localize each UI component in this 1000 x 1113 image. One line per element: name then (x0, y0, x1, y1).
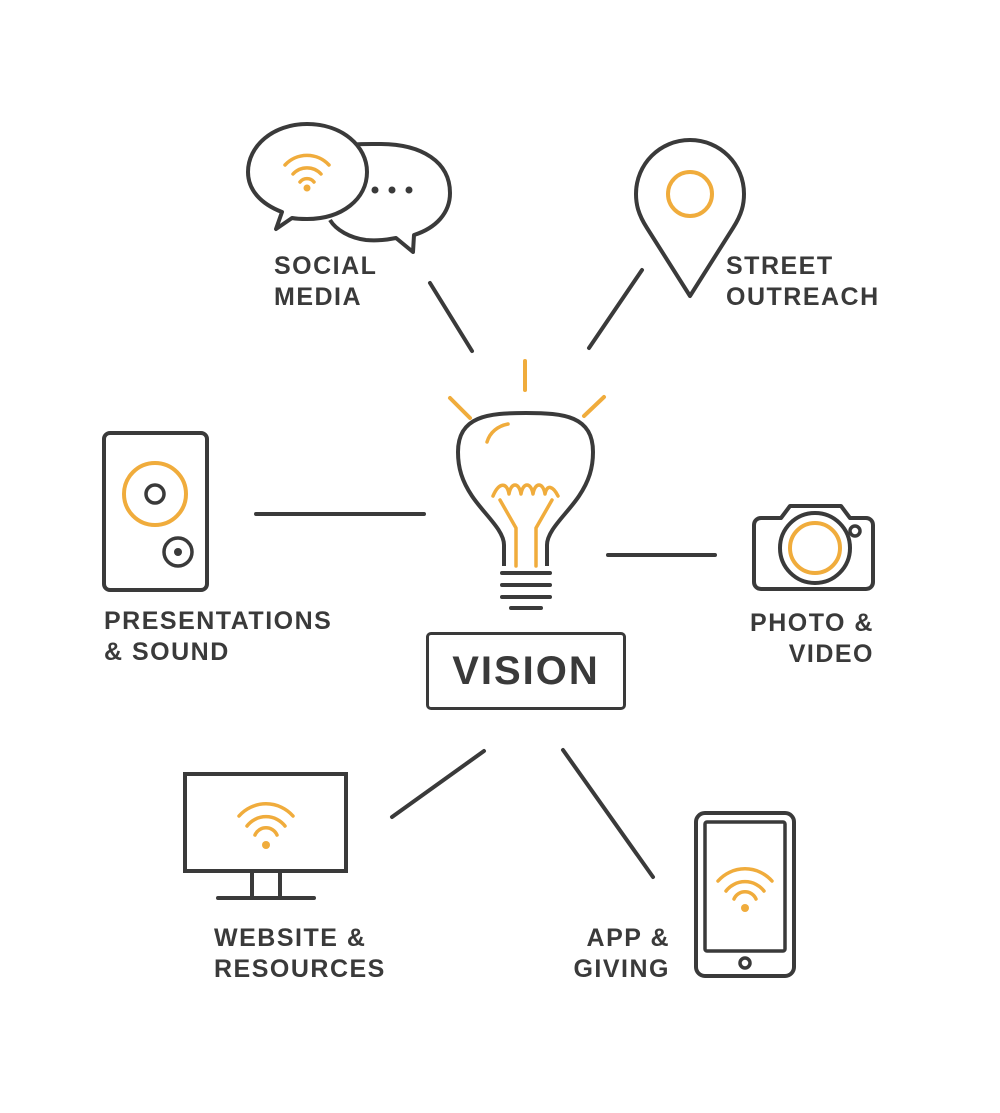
node-label-street-outreach: STREET OUTREACH (726, 251, 880, 313)
node-label-app-giving: APP & GIVING (540, 923, 670, 985)
vision-label-box: VISION (426, 632, 626, 710)
node-label-line: VIDEO (788, 640, 874, 668)
node-label-line: OUTREACH (726, 283, 880, 311)
node-label-social-media: SOCIAL MEDIA (274, 251, 377, 313)
node-label-line: SOCIAL (274, 252, 378, 280)
smartphone-icon (694, 811, 796, 978)
connector-lines (254, 268, 717, 879)
map-pin-icon (634, 138, 746, 298)
connector-social-media (428, 281, 474, 353)
node-label-line: PRESENTATIONS (104, 607, 333, 635)
speaker-icon (102, 431, 209, 592)
camera-icon (752, 504, 875, 591)
chat-bubbles-icon (246, 122, 452, 254)
lightbulb-icon (448, 359, 606, 610)
node-label-line: & SOUND (104, 638, 230, 666)
monitor-icon (183, 772, 348, 900)
node-label-presentations-sound: PRESENTATIONS & SOUND (104, 606, 332, 668)
node-label-line: RESOURCES (214, 955, 386, 983)
connector-app-giving (561, 748, 655, 879)
node-label-website-resources: WEBSITE & RESOURCES (214, 923, 386, 985)
connector-website-resources (390, 749, 486, 819)
node-label-line: STREET (726, 252, 834, 280)
vision-label: VISION (452, 648, 600, 693)
node-label-line: GIVING (573, 955, 670, 983)
node-label-line: PHOTO & (750, 609, 874, 637)
connector-street-outreach (587, 268, 644, 350)
node-label-photo-video: PHOTO & VIDEO (700, 608, 874, 670)
node-label-line: APP & (586, 924, 670, 952)
node-label-line: WEBSITE & (214, 924, 367, 952)
node-label-line: MEDIA (274, 283, 363, 311)
